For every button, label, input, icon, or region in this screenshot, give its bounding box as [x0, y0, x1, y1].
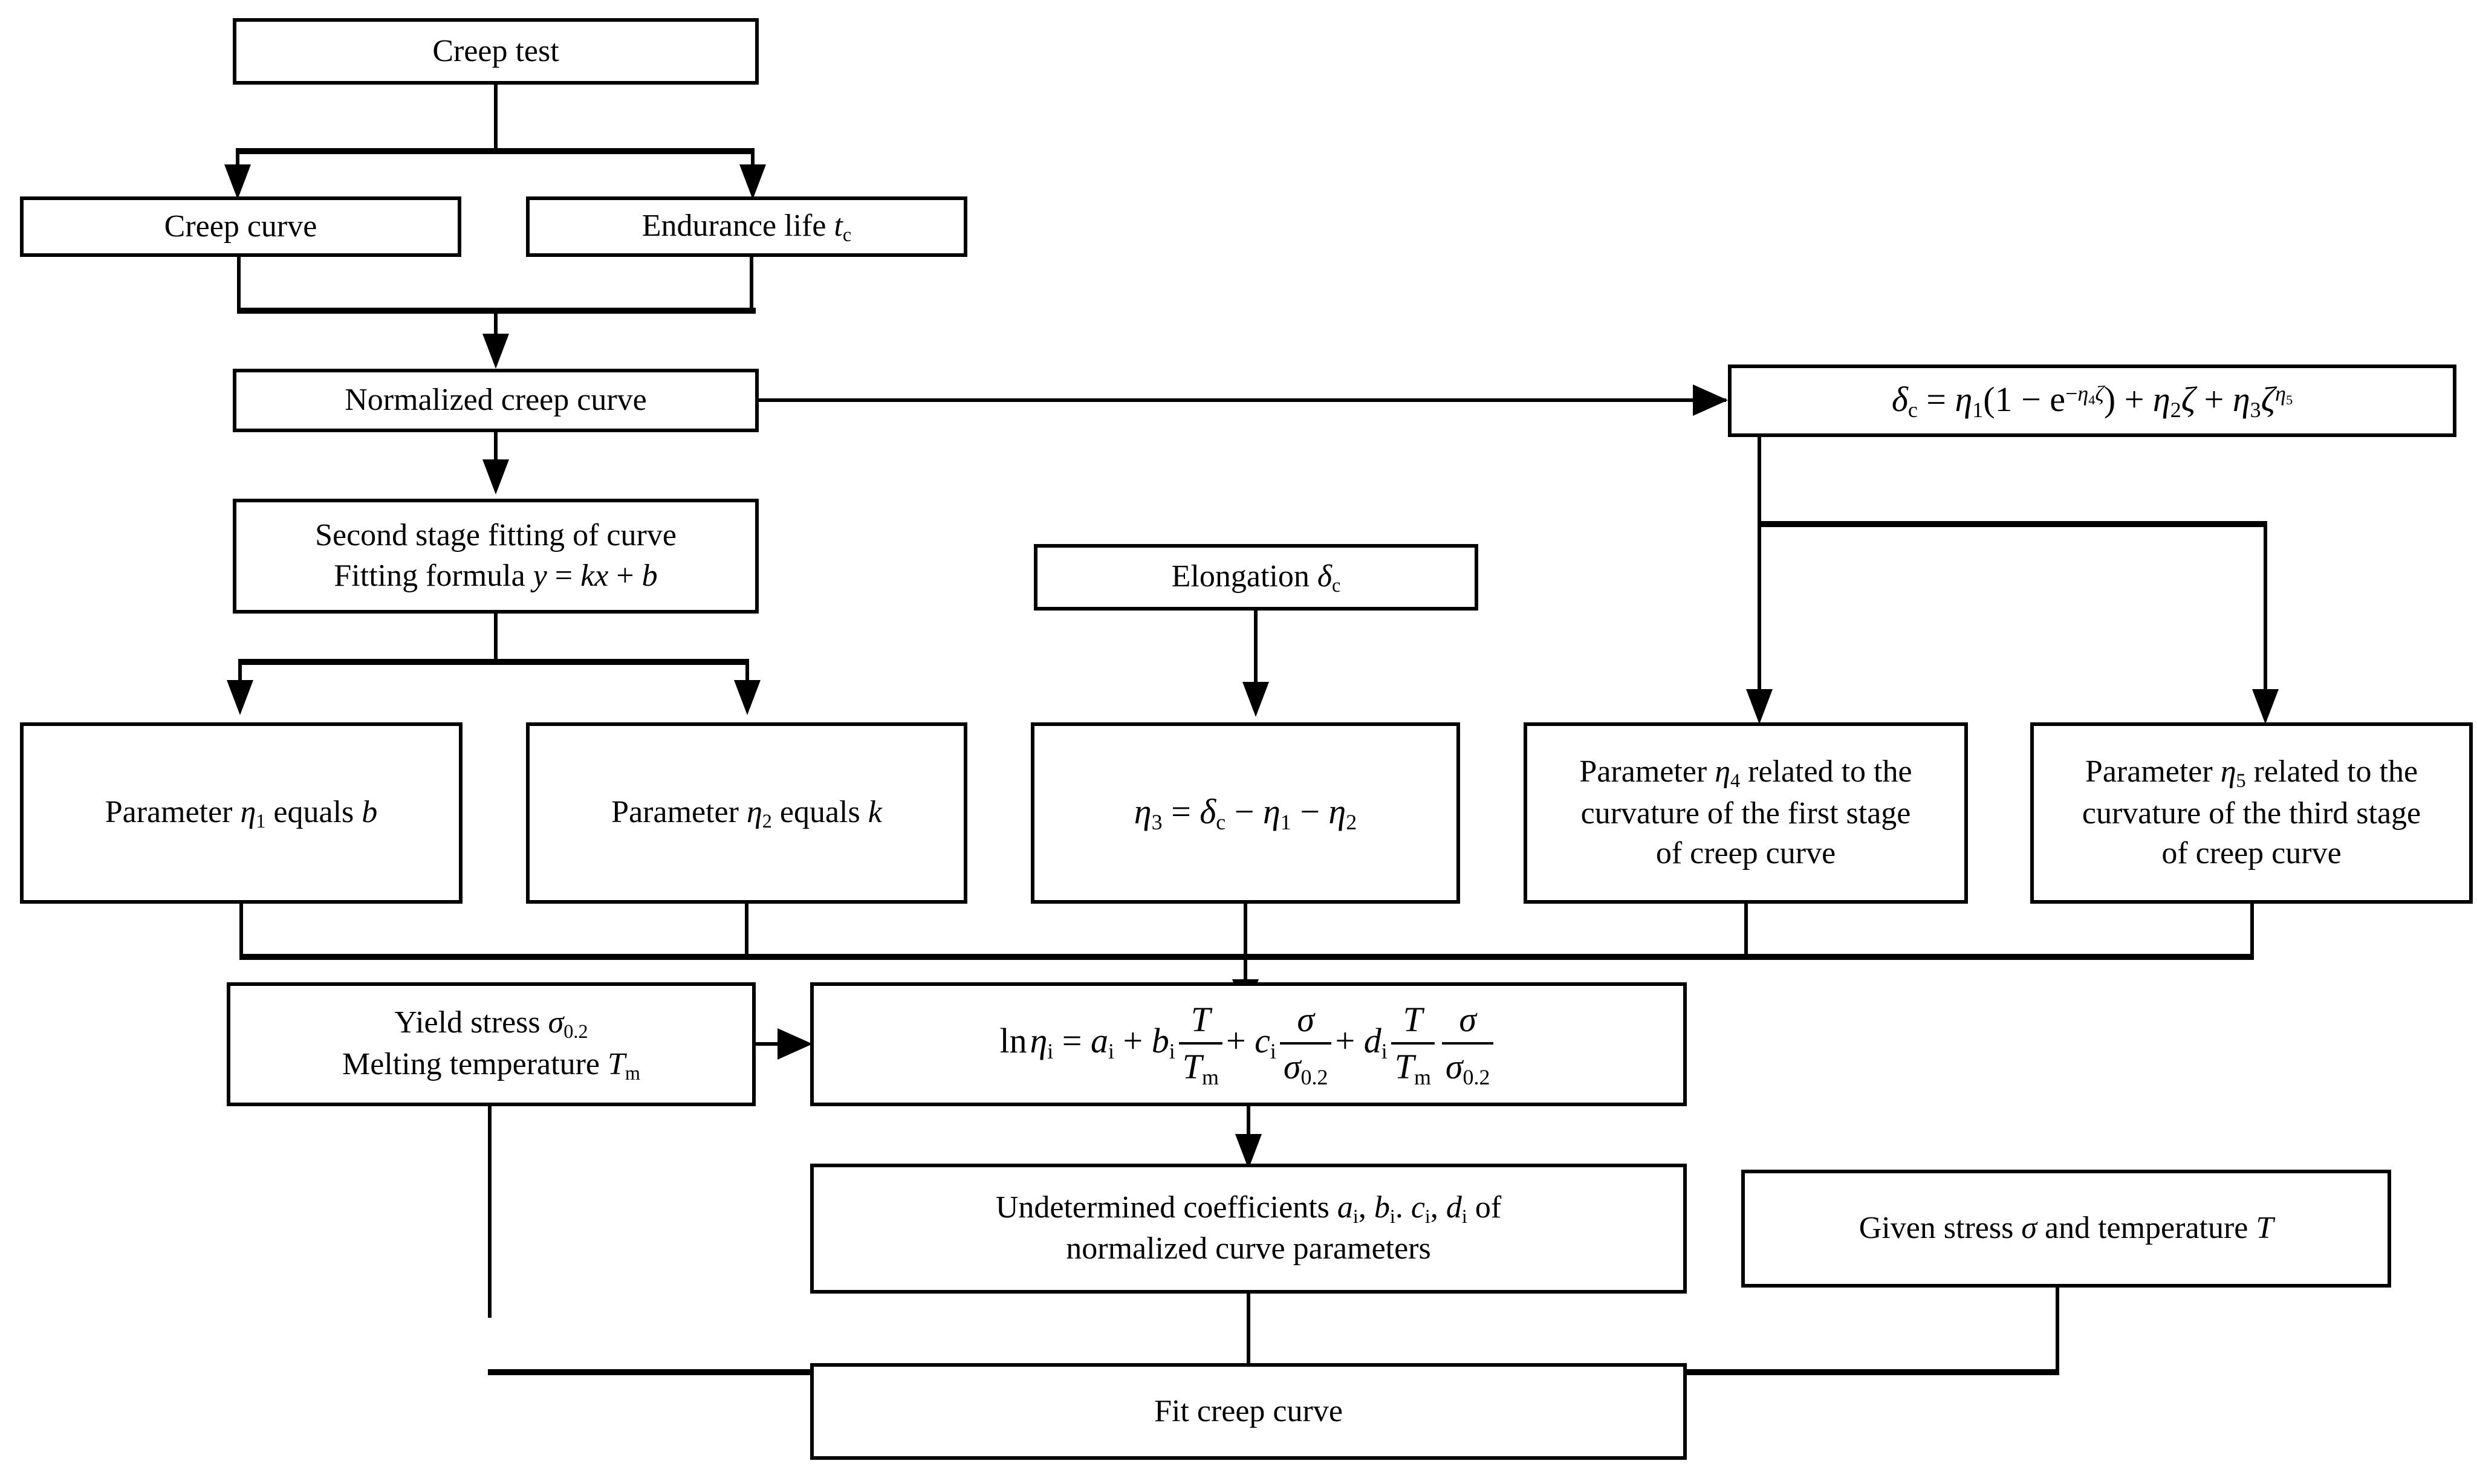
connector-givenstress-down [2056, 1288, 2059, 1375]
connector-split-right-3 [745, 659, 749, 686]
node-fit-creep-curve: Fit creep curve [810, 1363, 1687, 1460]
connector-secondstage-down [494, 614, 498, 662]
arrowhead-to-param-eta4 [1746, 689, 1773, 724]
connector-merge-stem-1 [494, 314, 498, 341]
node-endurance-life: Endurance life tc [526, 196, 967, 257]
arrowhead-yield-to-lneta [778, 1028, 813, 1060]
node-param-eta2: Parameter η2 equals k [526, 722, 967, 904]
node-elongation: Elongation δc [1034, 544, 1478, 611]
connector-normalized-down [494, 432, 498, 465]
connector-split-left-1 [236, 148, 239, 172]
node-second-stage-fitting: Second stage fitting of curve Fitting fo… [233, 499, 759, 614]
arrowhead-to-delta-equation [1693, 384, 1728, 416]
connector-yield-left-rail [488, 1106, 492, 1318]
connector-delta-down [1758, 437, 1761, 525]
arrowhead-to-endurance-life [739, 164, 766, 199]
node-endurance-life-label: Endurance life tc [641, 208, 852, 245]
arrowhead-to-undetermined-coeffs [1235, 1134, 1262, 1169]
node-undetermined-coefficients-text: Undetermined coefficients ai, bi. ci, di… [995, 1190, 1502, 1266]
node-eta3-equation: η3 = δc − η1 − η2 [1031, 722, 1460, 904]
node-yield-stress: Yield stress σ0.2 Melting temperature Tm [227, 982, 756, 1106]
arrowhead-to-eta3 [1242, 682, 1269, 717]
node-param-eta2-label: Parameter η2 equals k [611, 794, 882, 832]
arrowhead-to-second-stage [482, 459, 509, 494]
node-normalized-creep-curve-label: Normalized creep curve [345, 383, 647, 418]
connector-yield-to-lneta [756, 1042, 789, 1046]
node-param-eta1: Parameter η1 equals b [20, 722, 463, 904]
arrowhead-to-normalized-curve [482, 334, 509, 369]
node-eta3-equation-formula: η3 = δc − η1 − η2 [1134, 792, 1357, 835]
connector-eta1-down [239, 904, 243, 958]
connector-eta4-down [1744, 904, 1748, 958]
node-yield-stress-text: Yield stress σ0.2 Melting temperature Tm [342, 1005, 640, 1084]
connector-normalized-to-delta [759, 398, 1726, 402]
connector-endurance-down [750, 257, 753, 311]
connector-creepcurve-down [237, 257, 241, 311]
connector-split-right-2 [2264, 521, 2267, 696]
connector-merge-bar-1 [237, 308, 756, 314]
arrowhead-to-param-eta2 [734, 680, 761, 715]
node-creep-curve-label: Creep curve [164, 209, 317, 244]
node-fit-creep-curve-label: Fit creep curve [1154, 1393, 1343, 1428]
node-delta-equation-formula: δc = η1(1 − e−η4ζ) + η2ζ + η3ζη5 [1891, 380, 2293, 423]
connector-eta3-down [1244, 904, 1247, 958]
node-creep-curve: Creep curve [20, 196, 461, 257]
node-second-stage-fitting-text: Second stage fitting of curve Fitting fo… [315, 518, 677, 593]
arrowhead-to-param-eta1 [227, 680, 253, 715]
connector-split-left-3 [238, 659, 242, 686]
connector-split-left-2 [1758, 521, 1761, 696]
connector-collector-bar [239, 954, 2254, 960]
node-creep-test-label: Creep test [432, 33, 559, 68]
connector-split-right-1 [751, 148, 755, 172]
connector-split-bar-2 [1758, 521, 2267, 527]
connector-eta5-down [2250, 904, 2254, 958]
node-normalized-creep-curve: Normalized creep curve [233, 369, 759, 432]
connector-elongation-down [1254, 611, 1258, 688]
arrowhead-to-param-eta5 [2252, 689, 2279, 724]
node-elongation-label: Elongation δc [1171, 559, 1341, 596]
arrowhead-to-creep-curve [224, 164, 251, 199]
connector-split-bar-1 [236, 148, 755, 154]
connector-creeptest-stem [494, 85, 498, 151]
connector-undetermined-down [1247, 1294, 1250, 1372]
connector-eta2-down [745, 904, 748, 958]
connector-split-bar-3 [238, 659, 749, 665]
node-param-eta1-label: Parameter η1 equals b [105, 794, 378, 832]
node-delta-equation: δc = η1(1 − e−η4ζ) + η2ζ + η3ζη5 [1728, 365, 2456, 437]
node-given-stress-label: Given stress σ and temperature T [1859, 1211, 2274, 1246]
node-undetermined-coefficients: Undetermined coefficients ai, bi. ci, di… [810, 1164, 1687, 1294]
node-given-stress: Given stress σ and temperature T [1741, 1170, 2391, 1288]
node-creep-test: Creep test [233, 18, 759, 85]
connector-lneta-down [1247, 1106, 1250, 1142]
connector-collector-stem [1244, 960, 1247, 987]
